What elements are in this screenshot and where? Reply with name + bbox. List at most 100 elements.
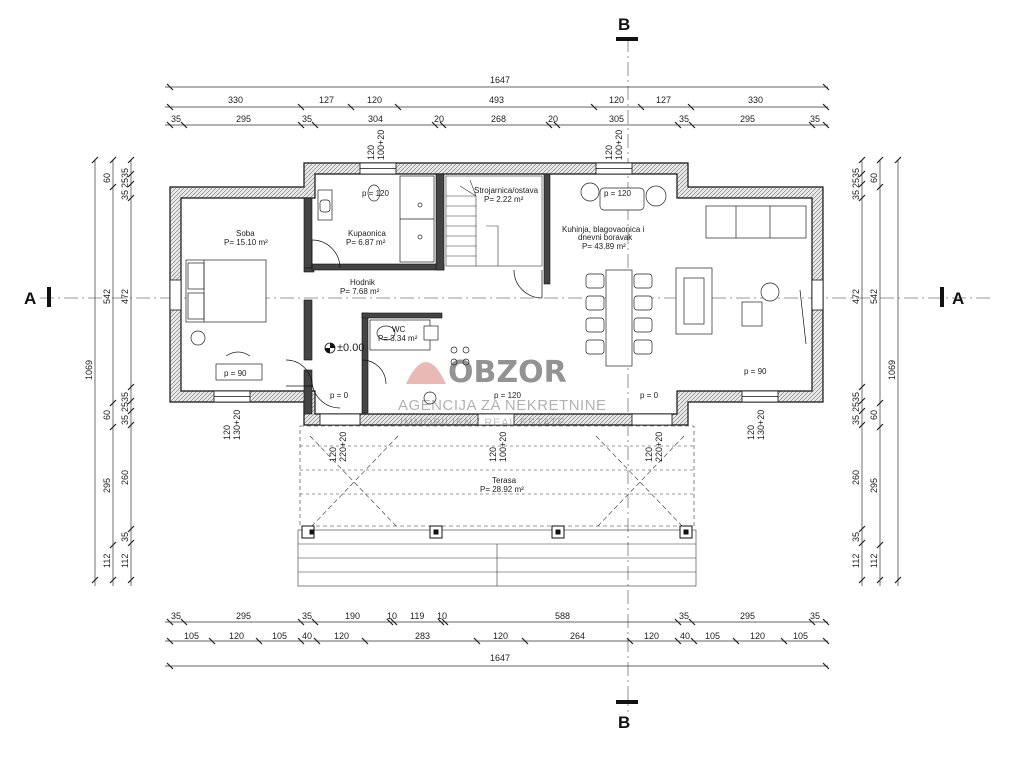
watermark-logo: OBZOR AGENCIJA ZA NEKRETNINE IMMOBILIEN …: [398, 355, 607, 429]
svg-text:P= 2.22 m²: P= 2.22 m²: [484, 195, 524, 204]
svg-text:472: 472: [120, 289, 130, 304]
svg-text:120: 120: [493, 631, 508, 641]
svg-text:542: 542: [869, 289, 879, 304]
svg-text:P= 6.87 m²: P= 6.87 m²: [346, 238, 386, 247]
svg-text:120: 120: [488, 447, 498, 462]
svg-text:35: 35: [302, 114, 312, 124]
svg-text:283: 283: [415, 631, 430, 641]
svg-text:35: 35: [851, 532, 861, 542]
svg-text:p = 120: p = 120: [494, 391, 521, 400]
svg-text:295: 295: [740, 114, 755, 124]
svg-text:330: 330: [228, 95, 243, 105]
window-height-tags: 120 100+20 120 100+20 120 130+20 120 130…: [222, 130, 766, 462]
room-label-terasa: Terasa P= 28.92 m²: [480, 476, 524, 494]
svg-text:35: 35: [171, 611, 181, 621]
bottom-dimension-labels: 35 295 35 190 10 119 10 588 35 295 35 10…: [171, 611, 820, 663]
room-label-kupaonica: Kupaonica P= 6.87 m²: [346, 229, 386, 247]
svg-text:40: 40: [680, 631, 690, 641]
svg-text:20: 20: [434, 114, 444, 124]
svg-text:260: 260: [120, 470, 130, 485]
room-label-kuhinja: Kuhinja, blagovaonica i dnevni boravak P…: [562, 225, 645, 251]
svg-text:120: 120: [644, 631, 659, 641]
svg-text:dnevni boravak: dnevni boravak: [578, 233, 633, 242]
svg-text:±0.00: ±0.00: [337, 342, 364, 354]
svg-text:B: B: [618, 713, 630, 732]
terrace: [297, 425, 697, 587]
svg-text:25: 25: [120, 178, 130, 188]
svg-text:20: 20: [548, 114, 558, 124]
svg-text:119: 119: [410, 611, 424, 621]
svg-text:120: 120: [366, 145, 376, 160]
top-dimension-labels: 1647 330 127 120 493 120 127 330 35 295 …: [171, 75, 820, 124]
svg-text:35: 35: [810, 114, 820, 124]
svg-text:35: 35: [851, 392, 861, 402]
section-marker-b-top: B: [616, 15, 638, 41]
svg-text:330: 330: [748, 95, 763, 105]
svg-text:120: 120: [222, 425, 232, 440]
svg-text:120: 120: [746, 425, 756, 440]
svg-text:60: 60: [102, 173, 112, 183]
interior-walls: [303, 173, 551, 415]
svg-text:105: 105: [184, 631, 199, 641]
svg-text:p = 120: p = 120: [362, 189, 389, 198]
svg-text:35: 35: [679, 611, 689, 621]
svg-text:493: 493: [489, 95, 504, 105]
svg-text:p = 120: p = 120: [604, 189, 631, 198]
svg-text:35: 35: [120, 532, 130, 542]
svg-text:Soba: Soba: [236, 229, 255, 238]
svg-text:35: 35: [171, 114, 181, 124]
svg-text:p = 90: p = 90: [224, 369, 247, 378]
svg-text:120: 120: [334, 631, 349, 641]
svg-text:P= 28.92 m²: P= 28.92 m²: [480, 485, 524, 494]
svg-text:60: 60: [869, 410, 879, 420]
svg-text:IMMOBILIEN / REAL ESTATE: IMMOBILIEN / REAL ESTATE: [400, 417, 566, 429]
svg-text:AGENCIJA ZA NEKRETNINE: AGENCIJA ZA NEKRETNINE: [398, 397, 607, 414]
svg-text:120: 120: [609, 95, 624, 105]
bedroom-furniture: [185, 259, 267, 381]
staircase: [445, 175, 543, 267]
svg-text:B: B: [618, 15, 630, 34]
svg-text:220+20: 220+20: [654, 432, 664, 462]
svg-text:588: 588: [555, 611, 570, 621]
svg-text:60: 60: [869, 173, 879, 183]
svg-text:OBZOR: OBZOR: [448, 355, 567, 390]
svg-text:35: 35: [120, 415, 130, 425]
svg-text:220+20: 220+20: [338, 432, 348, 462]
svg-text:60: 60: [102, 410, 112, 420]
svg-text:472: 472: [851, 289, 861, 304]
svg-text:260: 260: [851, 470, 861, 485]
svg-text:A: A: [952, 289, 964, 308]
svg-text:1069: 1069: [84, 360, 94, 380]
svg-text:305: 305: [609, 114, 624, 124]
svg-text:130+20: 130+20: [232, 410, 242, 440]
parapet-labels: p = 120 p = 120 p = 90 p = 0 p = 120 p =…: [224, 189, 767, 400]
svg-text:100+20: 100+20: [498, 432, 508, 462]
room-label-soba: Soba P= 15.10 m²: [224, 229, 268, 247]
svg-text:105: 105: [705, 631, 720, 641]
svg-text:112: 112: [102, 554, 112, 568]
svg-text:112: 112: [120, 554, 130, 568]
svg-text:304: 304: [368, 114, 383, 124]
svg-text:35: 35: [851, 415, 861, 425]
svg-text:295: 295: [102, 478, 112, 493]
section-marker-a-left: A: [24, 287, 51, 308]
room-label-strojarnica: Strojarnica/ostava P= 2.22 m²: [474, 186, 539, 204]
svg-text:120: 120: [367, 95, 382, 105]
svg-text:35: 35: [679, 114, 689, 124]
windows: [169, 162, 824, 426]
svg-text:p = 0: p = 0: [330, 391, 349, 400]
dimension-lines: [94, 86, 899, 667]
doors: [285, 239, 807, 409]
svg-text:25: 25: [851, 402, 861, 412]
svg-text:P= 43.89 m²: P= 43.89 m²: [582, 242, 626, 251]
svg-text:35: 35: [302, 611, 312, 621]
svg-text:1069: 1069: [887, 360, 897, 380]
svg-text:35: 35: [120, 392, 130, 402]
svg-text:p = 90: p = 90: [744, 367, 767, 376]
svg-text:Terasa: Terasa: [492, 476, 517, 485]
svg-text:120: 120: [229, 631, 244, 641]
svg-text:542: 542: [102, 289, 112, 304]
svg-text:25: 25: [851, 178, 861, 188]
svg-text:Kupaonica: Kupaonica: [348, 229, 386, 238]
svg-text:295: 295: [236, 611, 251, 621]
